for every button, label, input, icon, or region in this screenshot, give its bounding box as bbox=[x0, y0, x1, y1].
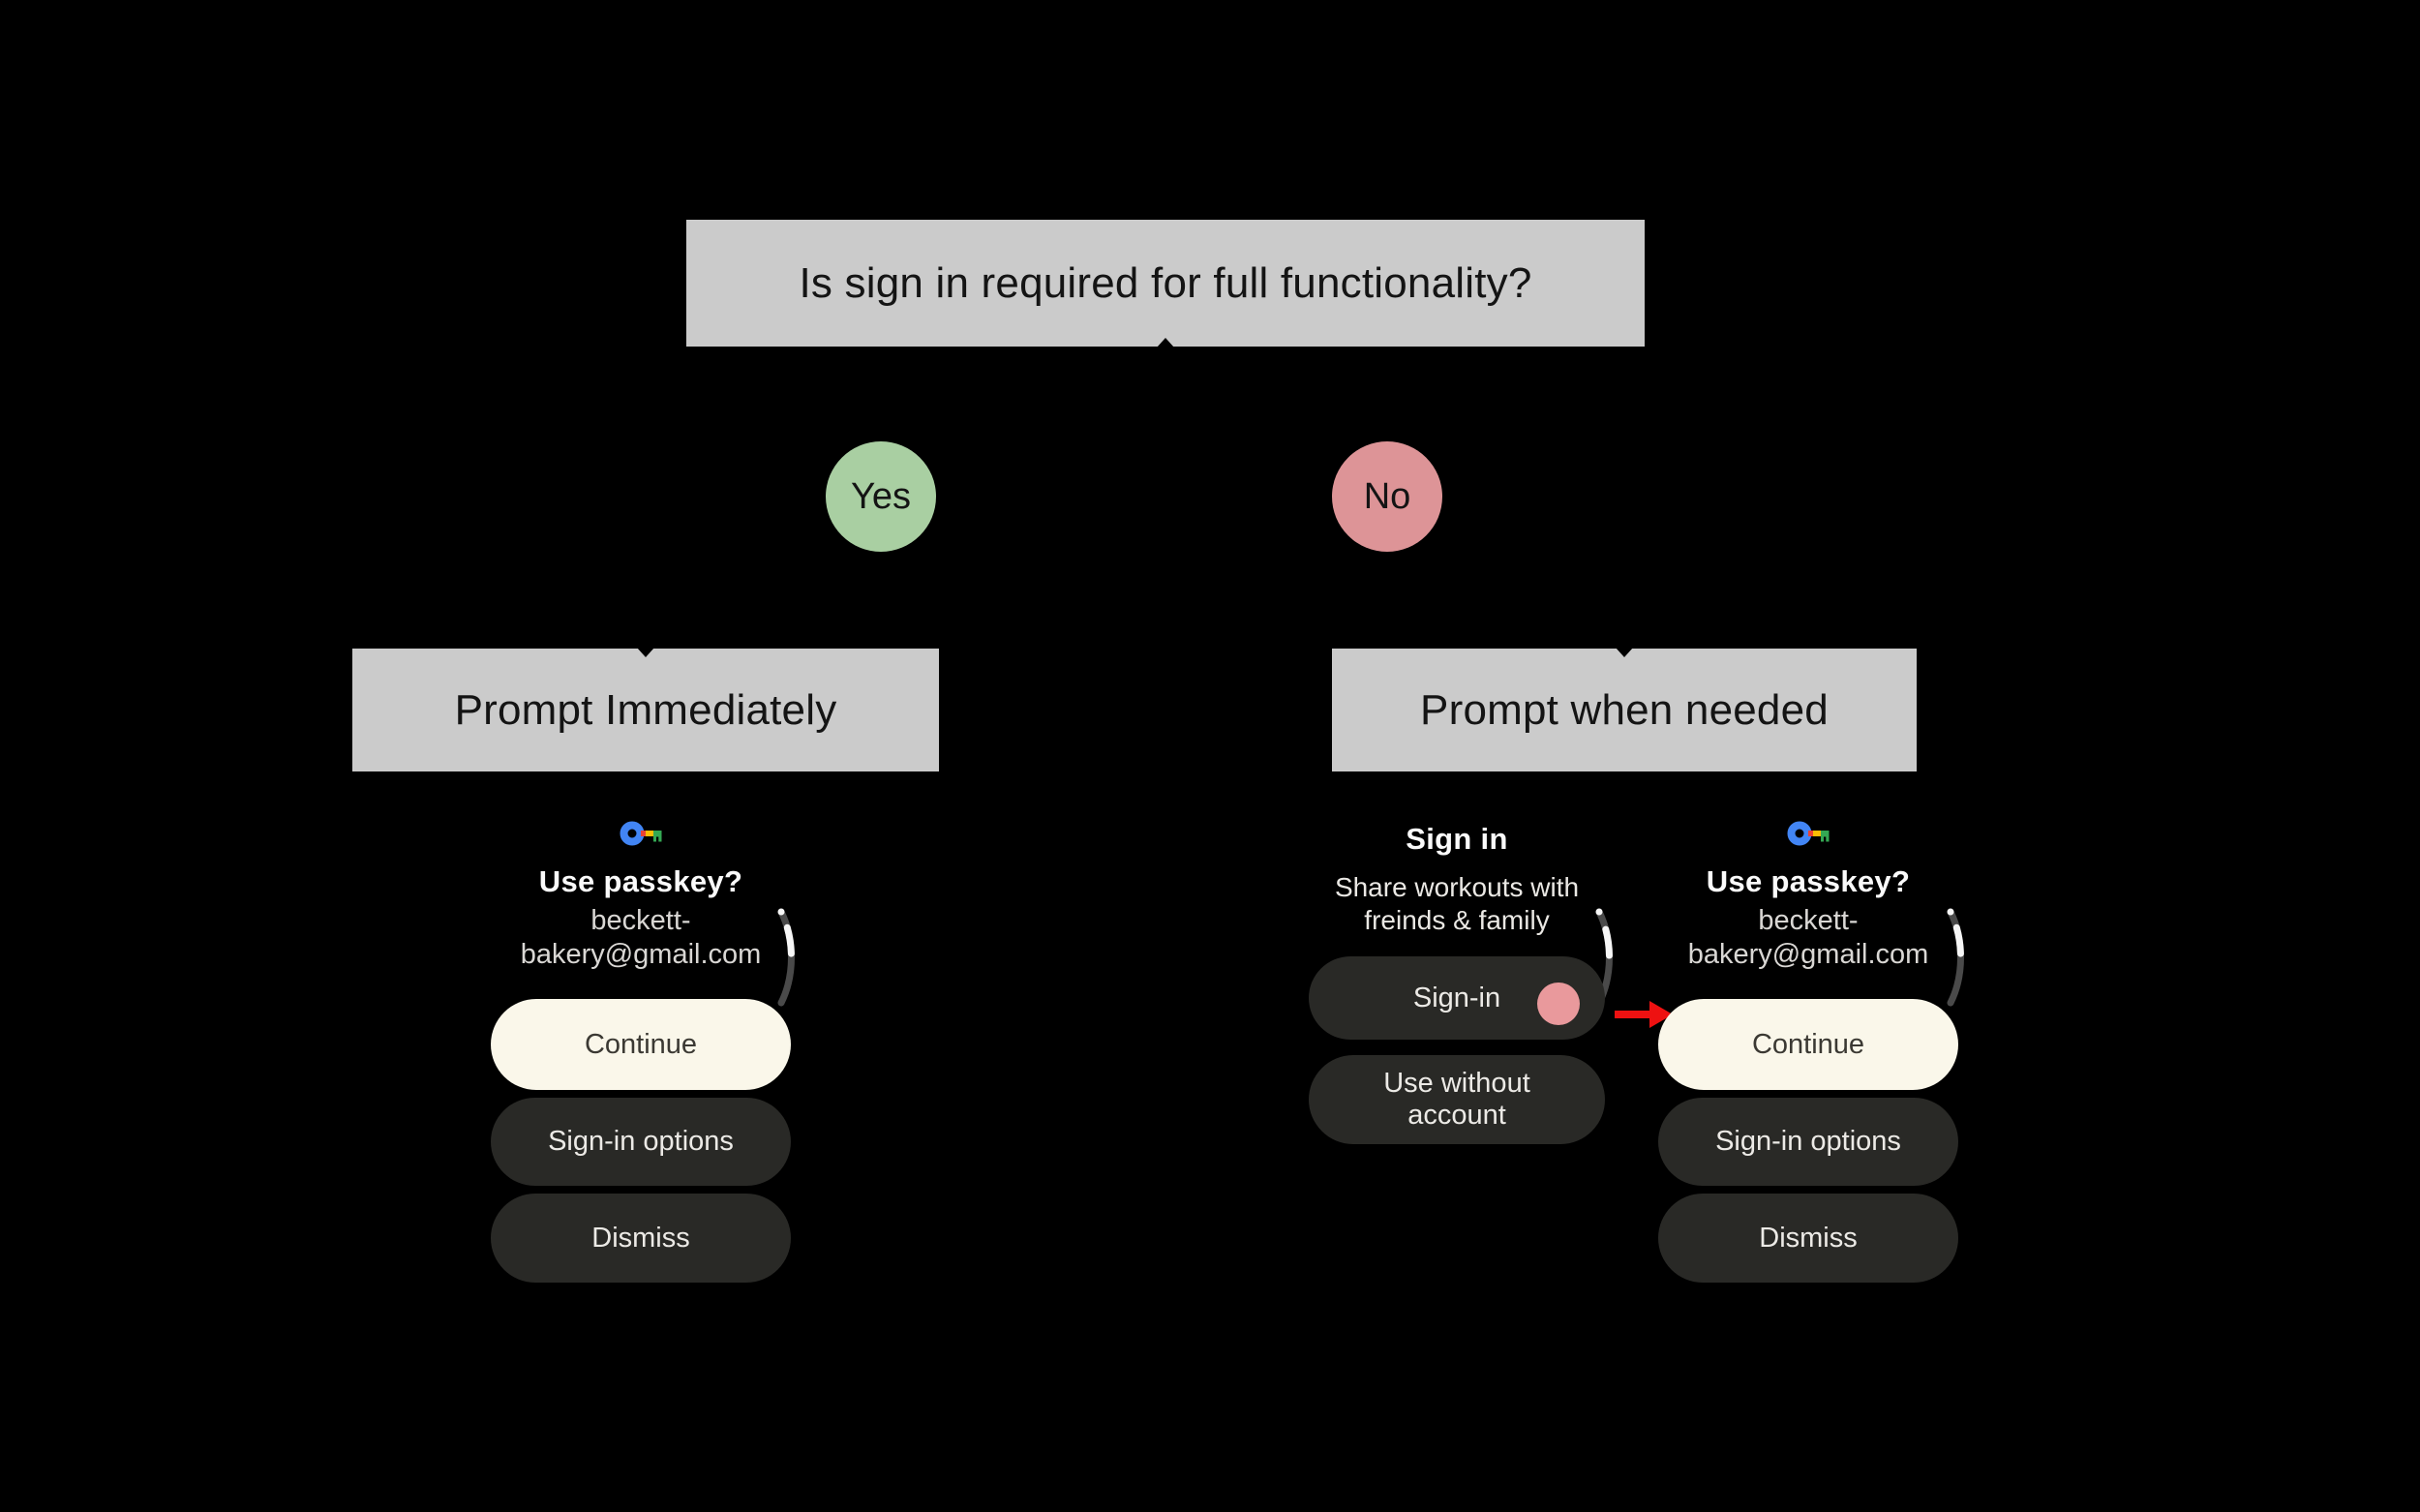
email-line-1: beckett- bbox=[1758, 905, 1859, 936]
passkey-key-icon bbox=[1787, 821, 1830, 846]
watch-screen-passkey-left: Use passkey? beckett- bakery@gmail.com C… bbox=[476, 803, 805, 1326]
subtitle-line-2: freinds & family bbox=[1364, 905, 1550, 935]
use-without-account-button[interactable]: Use without account bbox=[1309, 1055, 1605, 1144]
connector-notch bbox=[1616, 648, 1633, 657]
red-arrow-icon bbox=[1615, 1001, 1673, 1028]
connector-notch bbox=[637, 648, 654, 657]
branch-box-prompt-when-needed: Prompt when needed bbox=[1332, 648, 1917, 771]
use-without-account-label: Use without account bbox=[1383, 1068, 1530, 1131]
passkey-email: beckett- bakery@gmail.com bbox=[476, 904, 805, 972]
no-label: No bbox=[1363, 475, 1411, 517]
email-line-1: beckett- bbox=[590, 905, 691, 936]
watch-screen-passkey-right: Use passkey? beckett- bakery@gmail.com C… bbox=[1644, 803, 1973, 1326]
no-node: No bbox=[1332, 441, 1442, 552]
branch-title-text: Prompt when needed bbox=[1420, 685, 1829, 734]
passkey-key-icon bbox=[620, 821, 662, 846]
email-line-2: bakery@gmail.com bbox=[1687, 939, 1929, 970]
yes-label: Yes bbox=[851, 475, 911, 517]
yes-node: Yes bbox=[826, 441, 936, 552]
continue-button[interactable]: Continue bbox=[1658, 999, 1958, 1090]
decision-question-text: Is sign in required for full functionali… bbox=[799, 258, 1532, 307]
signin-subtitle: Share workouts with freinds & family bbox=[1292, 871, 1621, 937]
watch-screen-signin: Sign in Share workouts with freinds & fa… bbox=[1292, 803, 1621, 1152]
passkey-title: Use passkey? bbox=[1706, 864, 1911, 898]
scroll-position-arc[interactable] bbox=[1944, 906, 1973, 1009]
signin-button-label: Sign-in bbox=[1412, 982, 1501, 1013]
branch-title-text: Prompt Immediately bbox=[454, 685, 837, 734]
signin-options-button[interactable]: Sign-in options bbox=[491, 1098, 791, 1186]
continue-button[interactable]: Continue bbox=[491, 999, 791, 1090]
subtitle-line-1: Share workouts with bbox=[1334, 872, 1580, 902]
branch-box-prompt-immediately: Prompt Immediately bbox=[352, 648, 939, 771]
dismiss-button[interactable]: Dismiss bbox=[491, 1194, 791, 1283]
passkey-title: Use passkey? bbox=[538, 864, 743, 898]
scroll-position-arc[interactable] bbox=[774, 906, 803, 1009]
touch-indicator-dot bbox=[1537, 983, 1580, 1025]
signin-button[interactable]: Sign-in bbox=[1309, 956, 1605, 1040]
signin-title: Sign in bbox=[1406, 822, 1508, 856]
dismiss-button[interactable]: Dismiss bbox=[1658, 1194, 1958, 1283]
signin-options-button[interactable]: Sign-in options bbox=[1658, 1098, 1958, 1186]
email-line-2: bakery@gmail.com bbox=[520, 939, 762, 970]
connector-notch bbox=[1157, 338, 1174, 348]
passkey-email: beckett- bakery@gmail.com bbox=[1644, 904, 1973, 972]
decision-question-box: Is sign in required for full functionali… bbox=[686, 220, 1645, 348]
